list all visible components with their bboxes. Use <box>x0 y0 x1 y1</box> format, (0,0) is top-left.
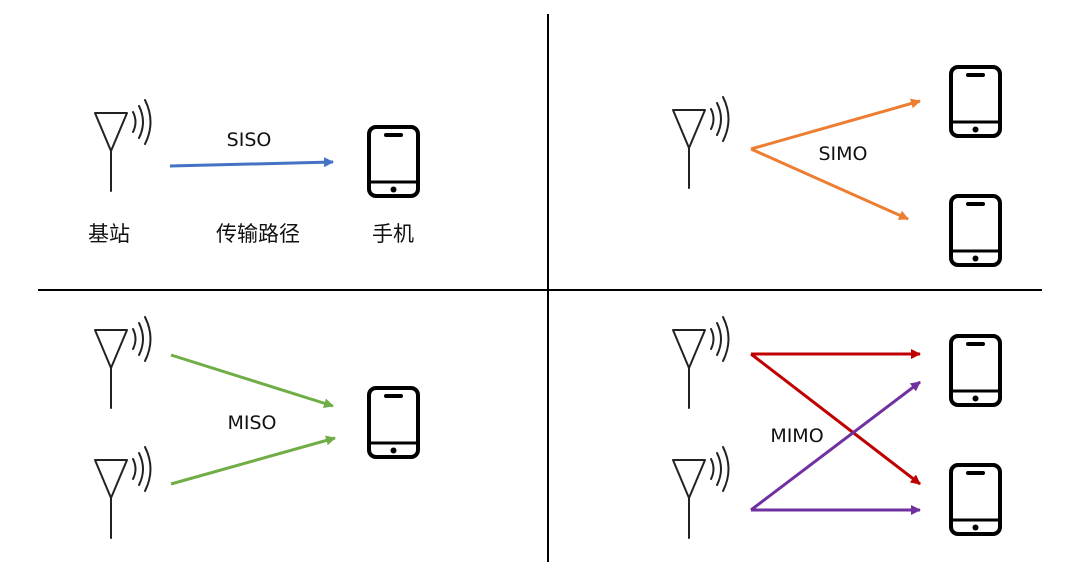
simo-quadrant: SIMO <box>672 65 1002 267</box>
mimo-quadrant: MIMO <box>672 316 1002 539</box>
phone-icon <box>949 194 1002 267</box>
base-station-antenna-icon <box>94 316 152 409</box>
mimo-label: MIMO <box>770 425 823 447</box>
base-station-label: 基站 <box>88 222 130 246</box>
phone-label: 手机 <box>372 222 414 246</box>
simo-arrow-upper <box>750 98 921 151</box>
base-station-antenna-icon <box>672 96 730 189</box>
phone-icon <box>367 386 420 459</box>
siso-quadrant: SISO 基站 传输路径 手机 <box>88 99 420 246</box>
phone-icon <box>949 463 1002 536</box>
phone-icon <box>949 334 1002 407</box>
miso-label: MISO <box>227 412 276 434</box>
base-station-antenna-icon <box>94 99 152 192</box>
phone-icon <box>949 65 1002 138</box>
miso-arrow-lower <box>170 435 336 486</box>
transmission-path-label: 传输路径 <box>216 222 300 246</box>
mimo-arrow-red-cross <box>750 352 921 486</box>
miso-quadrant: MISO <box>94 316 420 539</box>
mimo-arrow-purple-cross <box>750 380 921 512</box>
simo-label: SIMO <box>818 143 867 165</box>
miso-arrow-upper <box>170 353 334 409</box>
siso-label: SISO <box>227 129 272 151</box>
simo-arrow-lower <box>750 147 909 221</box>
base-station-antenna-icon <box>94 446 152 539</box>
phone-icon <box>367 125 420 198</box>
base-station-antenna-icon <box>672 316 730 409</box>
base-station-antenna-icon <box>672 446 730 539</box>
siso-arrow <box>169 157 334 168</box>
